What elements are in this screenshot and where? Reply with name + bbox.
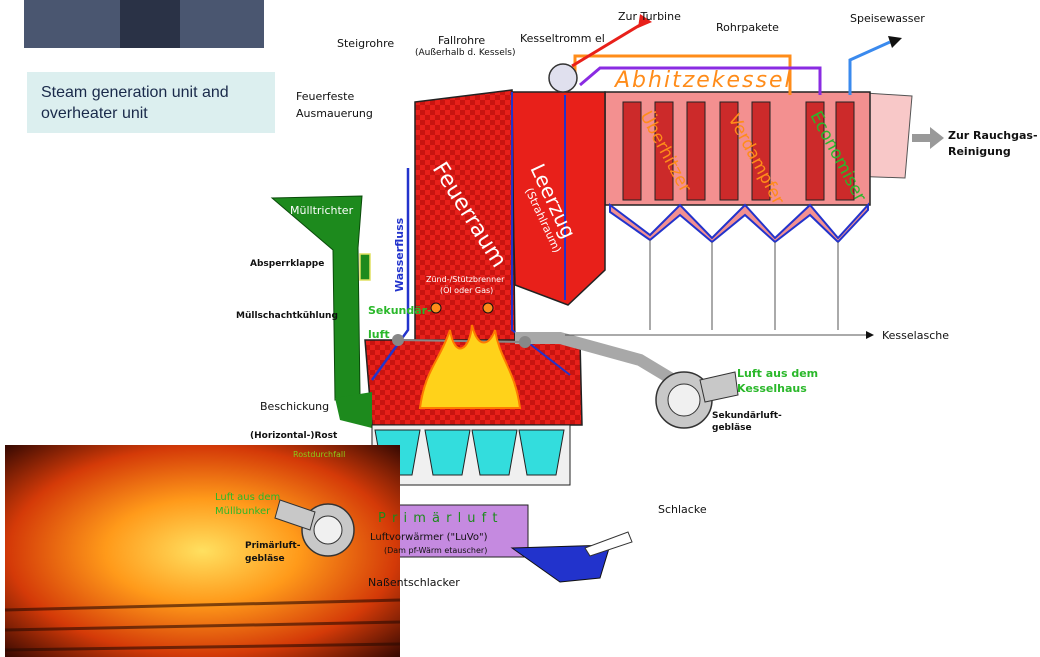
- label-sek-geblaese-1: Sekundärluft-: [712, 411, 782, 421]
- label-prim-geblaese-1: Primärluft-: [245, 541, 301, 551]
- steam-to-turbine: [571, 20, 646, 68]
- caption-text: Steam generation unit and overheater uni…: [41, 84, 229, 122]
- label-zuendbrenner-1: Zünd-/Stützbrenner: [426, 275, 505, 284]
- photo-top-detail: [120, 0, 180, 48]
- pipe-purple: [579, 66, 822, 95]
- label-luft-muellbunker-2: Müllbunker: [215, 506, 271, 517]
- label-zuendbrenner-2: (Öl oder Gas): [440, 285, 493, 295]
- label-zur-rauchgas-1: Zur Rauchgas-: [948, 129, 1038, 142]
- absperrklappe-flap: [359, 253, 371, 281]
- label-zur-turbine: Zur Turbine: [618, 10, 681, 23]
- label-feuerfeste-1: Feuerfeste: [296, 90, 354, 103]
- label-sekundaer-1: Sekundär-: [368, 304, 432, 317]
- label-luft-kesselhaus-2: Kesselhaus: [737, 382, 807, 395]
- feed-arrowhead: [888, 36, 902, 48]
- nassentschlacker: [510, 544, 611, 583]
- secondary-air-duct: [515, 332, 694, 396]
- label-prim-geblaese-2: gebläse: [245, 554, 285, 564]
- label-luvo-2: (Dam pf-Wärm etauscher): [384, 546, 487, 555]
- secondary-fan-inlet: [699, 371, 739, 403]
- fire-photo-bars: [4, 598, 401, 652]
- steam-drum: [548, 63, 578, 93]
- label-luft-muellbunker-1: Luft aus dem: [215, 492, 280, 503]
- label-speisewasser: Speisewasser: [850, 12, 925, 25]
- flue-gas-arrow: [912, 127, 944, 149]
- label-absperrklappe: Absperrklappe: [250, 259, 324, 269]
- primary-fan-hub: [313, 515, 343, 545]
- label-abhitzekessel: Abhitzekessel: [613, 68, 793, 93]
- label-steigrohre: Steigrohre: [337, 37, 394, 50]
- sec-air-line: [397, 339, 526, 343]
- pipe-blue-feed: [848, 40, 891, 95]
- burner-right: [482, 302, 494, 314]
- label-luvo-1: Luftvorwärmer ("LuVo"): [370, 532, 488, 543]
- label-fallrohre-sub: (Außerhalb d. Kessels): [415, 48, 515, 58]
- secondary-fan-hub: [667, 383, 701, 417]
- label-feuerfeste-2: Ausmauerung: [296, 107, 373, 120]
- label-rostdurchfall: Rostdurchfall: [293, 450, 345, 459]
- label-sek-geblaese-2: gebläse: [712, 423, 752, 433]
- label-primaerluft: P r i m ä r l u f t: [378, 511, 499, 526]
- turbine-arrowhead: [638, 14, 652, 28]
- label-wasserfluss: Wasserfluss: [393, 217, 406, 292]
- label-luft-kesselhaus-1: Luft aus dem: [737, 367, 818, 380]
- label-schlacke: Schlacke: [658, 503, 707, 516]
- flames: [418, 324, 522, 409]
- caption-box: Steam generation unit and overheater uni…: [27, 72, 275, 133]
- slag-conveyor: [584, 531, 633, 557]
- tube-bundles: [622, 101, 855, 201]
- chute-bottom: [335, 392, 372, 428]
- label-muelltrichter: Mülltrichter: [290, 204, 354, 217]
- label-sekundaer-2: luft: [368, 328, 390, 341]
- primary-fan-inlet: [274, 499, 316, 531]
- boiler-hoppers: [609, 202, 869, 244]
- muelltrichter: [270, 195, 363, 401]
- label-rost: (Horizontal-)Rost: [250, 431, 338, 441]
- label-rohrpakete: Rohrpakete: [716, 21, 779, 34]
- water-wall-line: [370, 168, 410, 381]
- burner-left: [430, 302, 442, 314]
- label-kesseltrommel: Kesseltromm el: [520, 32, 605, 45]
- label-kesselasche: Kesselasche: [882, 329, 949, 342]
- label-beschickung: Beschickung: [260, 400, 329, 413]
- label-muellschacht: Müllschachtkühlung: [236, 311, 338, 321]
- label-fallrohre: Fallrohre: [438, 34, 485, 47]
- label-zur-rauchgas-2: Reinigung: [948, 145, 1011, 158]
- water-wall-line-2: [511, 92, 571, 376]
- label-nassentschlacker: Naßentschlacker: [368, 576, 460, 589]
